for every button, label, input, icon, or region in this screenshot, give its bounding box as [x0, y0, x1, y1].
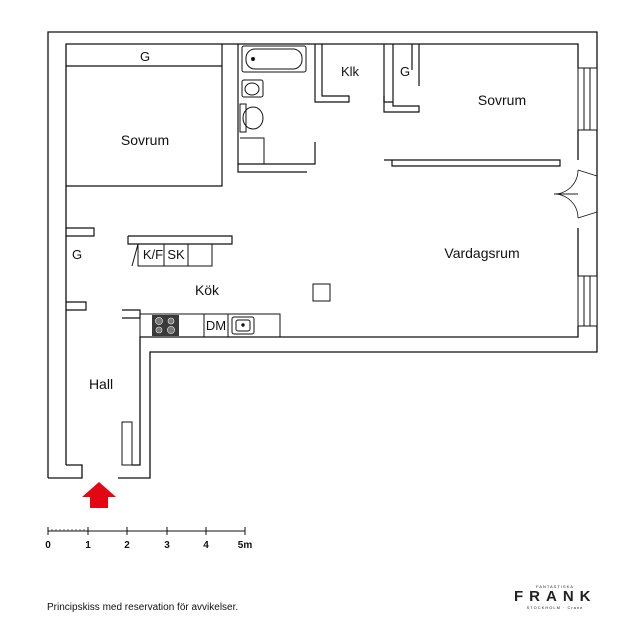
- hall-closet: [121, 421, 133, 466]
- closet-label: Klk: [341, 64, 360, 79]
- sink-icon: [231, 316, 255, 335]
- bathtub-icon: [241, 45, 307, 73]
- windows: [577, 67, 598, 327]
- cabinet-label: SK: [167, 247, 185, 262]
- wardrobe-label-right: G: [400, 64, 410, 79]
- pillar: [312, 283, 331, 302]
- balcony-door: [553, 169, 598, 219]
- scale-tick-0: 0: [45, 540, 51, 551]
- fridge-freezer-label: K/F: [143, 247, 163, 262]
- bathroom-sink-icon: [241, 79, 264, 98]
- hall-label: Hall: [89, 376, 113, 392]
- scale-tick-3: 3: [164, 540, 170, 551]
- kitchen-label: Kök: [195, 282, 220, 298]
- entrance-arrow: [82, 482, 116, 508]
- scale-tick-5: 5m: [238, 540, 253, 551]
- scale-tick-1: 1: [85, 540, 91, 551]
- dishwasher-label: DM: [206, 318, 226, 333]
- wardrobe-label-top: G: [140, 49, 150, 64]
- kitchen-counter: [139, 313, 281, 338]
- wardrobe-label-hall: G: [72, 247, 82, 262]
- brand-logo: FANTASTISKA FRANK STOCKHOLM · Crane: [514, 584, 596, 610]
- interior-walls: [66, 44, 561, 319]
- stove-icon: [152, 315, 179, 336]
- toilet-icon: [239, 103, 264, 133]
- logo-brand: FRANK: [514, 588, 597, 605]
- kitchen-upper-units: [131, 243, 213, 267]
- logo-sub: STOCKHOLM · Crane: [526, 605, 584, 610]
- logo-tagline: FANTASTISKA: [536, 584, 574, 589]
- scale-tick-4: 4: [203, 540, 209, 551]
- living-room-label: Vardagsrum: [444, 245, 519, 261]
- bath-fixture: [240, 137, 265, 164]
- scale-tick-2: 2: [124, 540, 130, 551]
- scale-bar: [47, 527, 246, 535]
- bedroom-right-label: Sovrum: [478, 92, 526, 108]
- disclaimer-text: Principskiss med reservation för avvikel…: [47, 602, 239, 613]
- bedroom-left-label: Sovrum: [121, 132, 169, 148]
